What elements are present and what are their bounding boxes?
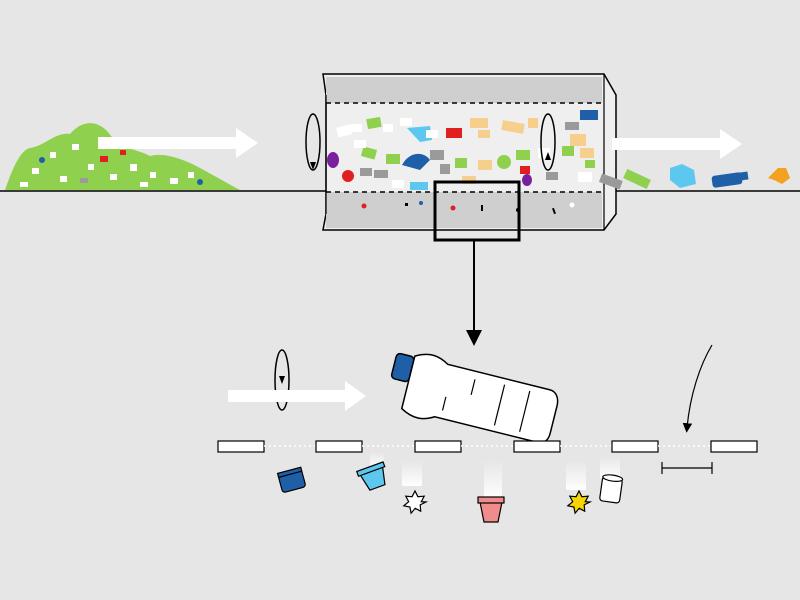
bottle-cap-icon <box>599 474 624 504</box>
splash-icon <box>566 489 593 515</box>
output-flow-arrow <box>612 129 742 159</box>
plastic-bottle-icon <box>390 352 559 444</box>
detail-flow-arrow <box>228 381 366 411</box>
rotation-arrow-icon <box>540 113 556 171</box>
screen-detail-view <box>217 344 758 523</box>
bottle-cap-icon <box>355 461 386 491</box>
input-waste-pile-icon <box>5 123 240 190</box>
pointer-arrow <box>682 344 713 433</box>
dimension-marker-icon <box>661 462 713 474</box>
splash-icon <box>402 489 429 515</box>
zoom-region-box <box>433 180 521 242</box>
rotation-arrow-icon <box>305 113 321 171</box>
input-flow-arrow <box>98 128 258 158</box>
bottle-cap-icon <box>276 466 306 493</box>
bottle-cap-icon <box>477 496 505 523</box>
separated-output-items <box>598 164 790 190</box>
trommel-drum-icon <box>322 73 617 231</box>
